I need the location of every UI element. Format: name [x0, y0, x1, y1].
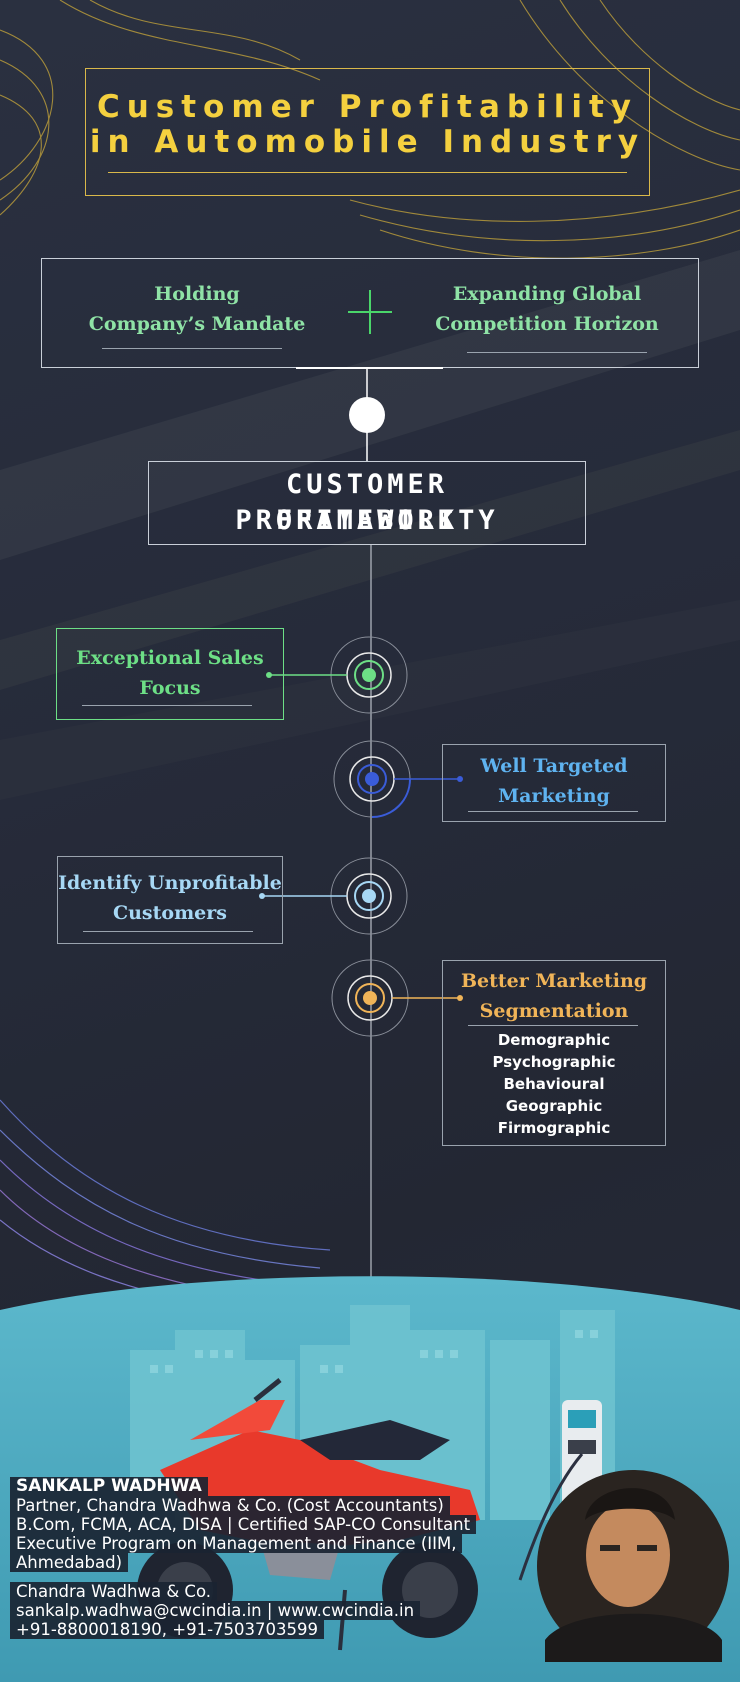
right-underline — [467, 352, 647, 353]
author-credentials: B.Com, FCMA, ACA, DISA | Certified SAP-C… — [10, 1515, 477, 1534]
card-2-line-1: Well Targeted — [480, 755, 628, 777]
card-exceptional-sales-focus: Exceptional Sales Focus — [56, 628, 284, 720]
card-3-line-2: Customers — [113, 902, 227, 924]
card-4-underline — [468, 1025, 638, 1026]
card-well-targeted-marketing: Well Targeted Marketing — [442, 744, 666, 822]
title-underline — [108, 172, 627, 173]
card-3-line-1: Identify Unprofitable — [58, 872, 282, 894]
card-2-underline — [468, 811, 638, 812]
card-2-line-2: Marketing — [498, 785, 610, 807]
node-marketing-segmentation — [331, 959, 463, 1037]
card-identify-unprofitable-customers: Identify Unprofitable Customers — [57, 856, 283, 944]
card-1-line-1: Exceptional Sales — [76, 647, 264, 669]
node-targeted-marketing — [333, 740, 463, 818]
author-phones: +91-8800018190, +91-7503703599 — [10, 1620, 324, 1639]
card-1-underline — [82, 705, 252, 706]
segment-firmographic: Firmographic — [497, 1119, 611, 1137]
main-title-line-2: in Automobile Industry — [89, 124, 646, 160]
author-name: SANKALP WADHWA — [10, 1477, 208, 1496]
author-contact[interactable]: sankalp.wadhwa@cwcindia.in | www.cwcindi… — [10, 1601, 421, 1620]
segment-psychographic: Psychographic — [492, 1053, 616, 1071]
author-photo — [537, 1470, 729, 1662]
main-title-line-1: Customer Profitability — [96, 89, 639, 125]
author-bio: SANKALP WADHWA Partner, Chandra Wadhwa &… — [10, 1477, 477, 1639]
author-firm: Chandra Wadhwa & Co. — [10, 1582, 217, 1601]
card-4-line-1: Better Marketing — [460, 970, 648, 992]
plus-icon — [348, 290, 392, 334]
segment-geographic: Geographic — [505, 1097, 603, 1115]
global-competition-label: Expanding Global Competition Horizon — [422, 279, 672, 339]
segment-demographic: Demographic — [497, 1031, 611, 1049]
holding-mandate-line-1: Holding — [154, 283, 240, 305]
node-sales-focus — [266, 636, 408, 714]
card-1-line-2: Focus — [139, 677, 201, 699]
framework-title-line-1: CUSTOMER PROFITABILITY — [235, 469, 499, 536]
bio-spacer — [10, 1572, 22, 1582]
global-competition-line-1: Expanding Global — [452, 283, 642, 305]
card-3-underline — [83, 931, 253, 932]
framework-box: CUSTOMER PROFITABILITY FRAMEWORK — [148, 461, 586, 545]
holding-mandate-label: Holding Company’s Mandate — [72, 279, 322, 339]
node-unprofitable-customers — [259, 857, 408, 935]
global-competition-line-2: Competition Horizon — [435, 313, 659, 335]
segment-behavioural: Behavioural — [503, 1075, 605, 1093]
author-program-line-2: Ahmedabad) — [10, 1553, 129, 1572]
author-role: Partner, Chandra Wadhwa & Co. (Cost Acco… — [10, 1496, 450, 1515]
card-better-marketing-segmentation: Better Marketing Segmentation Demographi… — [442, 960, 666, 1146]
holding-mandate-line-2: Company’s Mandate — [88, 313, 306, 335]
framework-title-line-2: FRAMEWORK — [275, 505, 459, 536]
title-frame: Customer Profitability in Automobile Ind… — [85, 68, 650, 196]
author-program-line-1: Executive Program on Management and Fina… — [10, 1534, 463, 1553]
segmentation-list: Demographic Psychographic Behavioural Ge… — [443, 1029, 665, 1139]
card-4-line-2: Segmentation — [479, 1000, 629, 1022]
left-underline — [102, 348, 282, 349]
